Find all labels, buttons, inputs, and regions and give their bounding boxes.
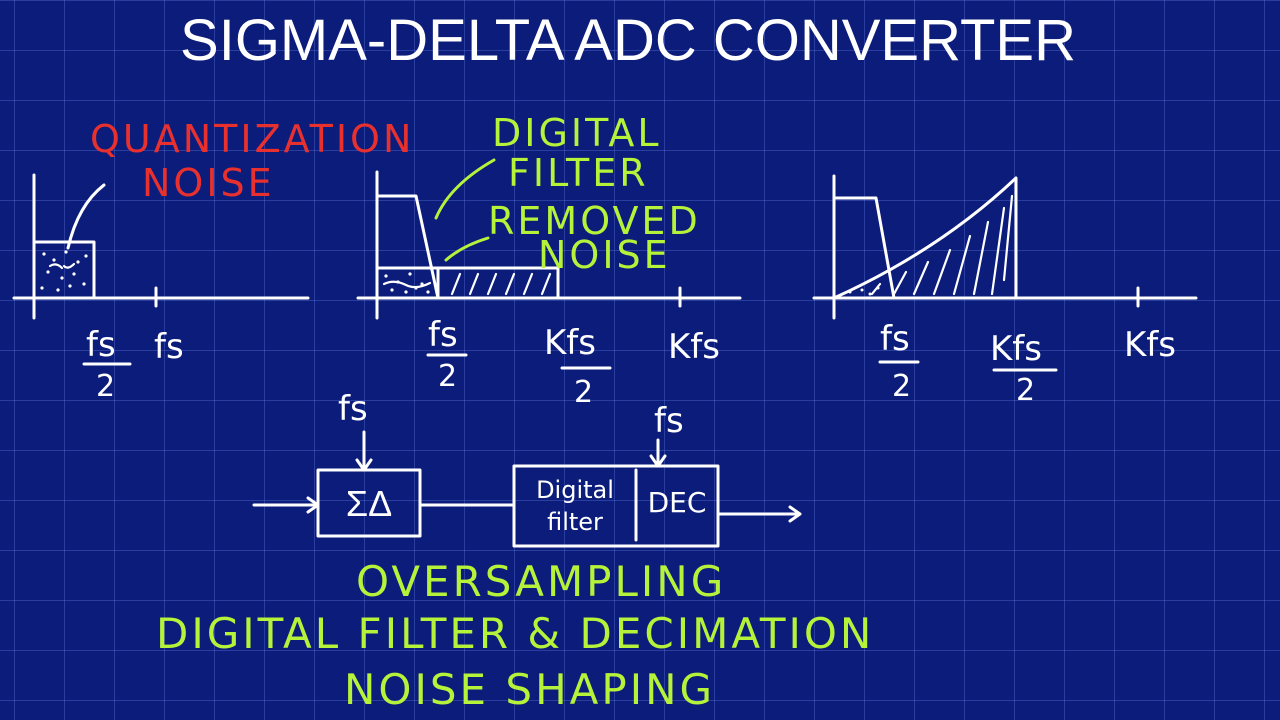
panel-nyquist-spectrum: QUANTIZATION NOISE fs 2 fs (12, 117, 414, 404)
tick-label-fs-half-den: 2 (892, 369, 911, 404)
tick-label-fs-half-den: 2 (438, 359, 457, 394)
label-quantization: QUANTIZATION (90, 117, 414, 161)
tick-label-kfs-half-den: 2 (1016, 373, 1035, 408)
removed-noise-hatching (450, 272, 552, 296)
modulator-clock-arrow (355, 430, 373, 472)
signal-band-response (832, 196, 896, 300)
sigma-delta-modulator-block (316, 468, 422, 538)
decimator-label: DEC (648, 486, 707, 519)
key-concepts-notes: OVERSAMPLING DIGITAL FILTER & DECIMATION… (156, 557, 874, 714)
page-title: SIGMA-DELTA ADC CONVERTER (180, 8, 1076, 73)
panel-oversampling-spectrum: DIGITAL FILTER REMOVED NOISE fs 2 Kfs 2 … (356, 111, 742, 410)
noise-dots (40, 250, 88, 292)
note-noise-shaping: NOISE SHAPING (344, 665, 715, 714)
input-arrow (252, 496, 320, 514)
note-oversampling: OVERSAMPLING (356, 557, 726, 606)
tick-label-fs: fs (154, 327, 184, 367)
shaped-noise-curve (832, 176, 1018, 300)
tick-label-kfs-half-num: Kfs (990, 329, 1042, 369)
tick-label-fs-half-den: 2 (96, 369, 115, 404)
decimator-clock-arrow (649, 438, 667, 468)
tick-label-kfs-half-num: Kfs (544, 323, 596, 363)
tick-label-fs-half-num: fs (428, 315, 458, 355)
removed-noise-band (375, 266, 560, 300)
output-arrow (716, 505, 802, 523)
digital-filter-pointer (434, 158, 496, 220)
tick-label-fs-half-num: fs (880, 319, 910, 359)
shaped-noise-hatching (870, 194, 1014, 296)
tick-label-kfs: Kfs (668, 327, 720, 367)
label-digital: DIGITAL (492, 111, 662, 155)
modulator-clock-label: fs (338, 389, 368, 429)
label-noise-green: NOISE (538, 233, 671, 277)
label-noise-red: NOISE (142, 161, 275, 205)
tick-label-kfs: Kfs (1124, 325, 1176, 365)
digital-filter-response (375, 194, 440, 300)
tick-label-fs-half-num: fs (86, 325, 116, 365)
quantization-pointer (66, 183, 106, 250)
note-digital-filter-decimation: DIGITAL FILTER & DECIMATION (156, 609, 874, 658)
label-filter: FILTER (508, 151, 649, 195)
panel-noise-shaping-spectrum: fs 2 Kfs 2 Kfs (812, 174, 1198, 408)
quantization-noise-box (32, 240, 96, 300)
digital-filter-label-1: Digital (536, 476, 614, 504)
sigma-delta-label: ΣΔ (346, 483, 392, 524)
removed-noise-pointer (444, 236, 490, 262)
in-band-noise-dots (382, 272, 432, 294)
tick-label-kfs-half-den: 2 (574, 375, 593, 410)
adc-block-diagram: ΣΔ fs Digital filter DEC fs (252, 389, 802, 548)
digital-filter-label-2: filter (547, 508, 603, 536)
digital-filter-decimator-block (512, 464, 720, 548)
in-band-noise-dots (848, 286, 880, 296)
decimator-clock-label: fs (654, 401, 684, 441)
label-removed: REMOVED (488, 199, 701, 243)
